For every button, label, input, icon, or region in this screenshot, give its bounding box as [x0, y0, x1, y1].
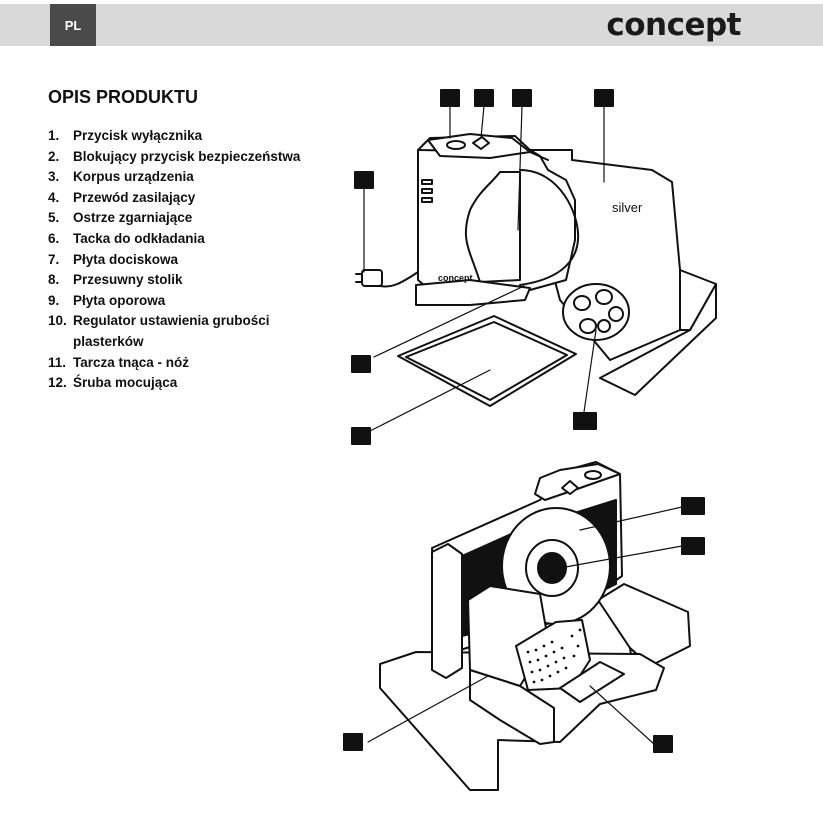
svg-text:2: 2 — [481, 91, 488, 105]
item-number: 9. — [48, 292, 60, 308]
section-title: OPIS PRODUKTU — [48, 87, 199, 107]
item-number: 1. — [48, 128, 60, 143]
device-brand: concept — [438, 273, 473, 283]
list-item: 12. Śruba mocująca — [48, 373, 318, 394]
svg-text:3: 3 — [519, 91, 526, 105]
brand-logo: concept — [606, 7, 741, 43]
list-item: 7. Płyta dociskowa — [48, 250, 318, 271]
callout-5: 5 — [351, 355, 371, 373]
list-item: 5. Ostrze zgarniające — [48, 208, 318, 229]
svg-text:5: 5 — [358, 357, 365, 371]
item-label: Ostrze zgarniające — [73, 210, 193, 226]
callout-1: 1 — [440, 89, 460, 107]
item-number: 8. — [48, 272, 60, 288]
header-bar — [0, 4, 823, 46]
leader-lines-top — [363, 105, 605, 433]
list-item: 9. Płyta oporowa — [48, 291, 318, 312]
svg-text:8: 8 — [350, 735, 357, 749]
list-item: 10. Regulator ustawienia grubości plaster… — [48, 311, 318, 352]
svg-text:9: 9 — [601, 91, 608, 105]
item-label: Blokujący przycisk bezpieczeństwa — [73, 148, 301, 164]
item-label: Przewód zasilający — [73, 189, 196, 205]
callout-10: 10 — [573, 412, 597, 430]
item-label: Przycisk wyłącznika — [73, 128, 203, 143]
item-number: 6. — [48, 230, 60, 246]
item-label: Płyta dociskowa — [73, 251, 179, 267]
device-label: silver — [612, 200, 643, 215]
svg-text:10: 10 — [578, 414, 592, 428]
callout-2: 2 — [474, 89, 494, 107]
list-item: 2. Blokujący przycisk bezpieczeństwa — [48, 147, 318, 168]
language-tab: PL — [50, 4, 96, 46]
callout-8: 8 — [343, 733, 363, 751]
callout-6: 6 — [351, 427, 371, 445]
list-item: 11. Tarcza tnąca - nóż — [48, 353, 318, 374]
item-number: 4. — [48, 189, 60, 205]
slicer-rear-view — [379, 461, 691, 791]
svg-text:1: 1 — [447, 91, 454, 105]
callout-11: 11 — [681, 497, 705, 515]
item-number: 7. — [48, 251, 60, 267]
slicer-front-view — [355, 133, 717, 407]
item-label: Regulator ustawienia grubości plasterków — [73, 313, 270, 349]
callout-7: 7 — [653, 735, 673, 753]
list-item: 1. Przycisk wyłącznika — [48, 126, 318, 147]
svg-text:7: 7 — [660, 737, 667, 751]
list-item: 3. Korpus urządzenia — [48, 167, 318, 188]
callout-12: 12 — [681, 537, 705, 555]
svg-text:12: 12 — [686, 539, 700, 553]
item-number: 11. — [48, 354, 67, 370]
callout-4: 4 — [354, 171, 374, 189]
list-item: 4. Przewód zasilający — [48, 188, 318, 209]
parts-list: 1. Przycisk wyłącznika 2. Blokujący przyci… — [48, 126, 318, 394]
item-number: 3. — [48, 169, 60, 185]
item-label: Tarcza tnąca - nóż — [73, 354, 190, 370]
leader-lines-bottom — [367, 506, 683, 745]
item-number: 5. — [48, 210, 60, 226]
item-label: Korpus urządzenia — [73, 169, 194, 185]
item-label: Przesuwny stolik — [73, 272, 183, 288]
callout-3: 3 — [512, 89, 532, 107]
list-item: 8. Przesuwny stolik — [48, 270, 318, 291]
svg-text:6: 6 — [358, 429, 365, 443]
item-number: 12. — [48, 375, 67, 391]
item-label: Tacka do odkładania — [73, 230, 205, 246]
callout-9: 9 — [594, 89, 614, 107]
item-number: 2. — [48, 148, 60, 164]
item-label: Śruba mocująca — [73, 375, 178, 391]
pusher-grip — [526, 628, 582, 684]
item-number: 10. — [48, 313, 67, 329]
list-item: 6. Tacka do odkładania — [48, 229, 318, 250]
svg-text:11: 11 — [687, 499, 700, 513]
svg-text:4: 4 — [361, 173, 368, 187]
item-label: Płyta oporowa — [73, 292, 166, 308]
